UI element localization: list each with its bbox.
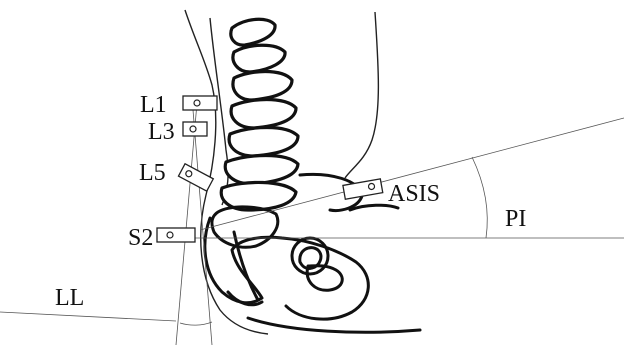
vertebra-l1: [233, 72, 292, 101]
label-l5: L5: [139, 160, 166, 186]
pelvis-outline: [205, 218, 368, 319]
marker-l3: [183, 122, 207, 136]
buttock-outline: [248, 318, 420, 332]
marker-l1: [183, 96, 217, 110]
vertebra-l5: [221, 182, 296, 210]
label-pi: PI: [505, 206, 526, 232]
vertebra-l3: [229, 128, 298, 157]
vertebra-t11: [231, 19, 275, 45]
ll-leader-line: [0, 312, 176, 321]
vertebra-l2: [231, 100, 296, 129]
front-torso-outline: [345, 12, 378, 178]
label-ll: LL: [55, 285, 84, 311]
marker-s2: [157, 228, 195, 242]
vertebra-l4: [225, 156, 298, 185]
marker-l5: [178, 164, 213, 191]
spinal-canal: [210, 18, 228, 205]
vertebrae-stack: [221, 19, 298, 210]
label-l1: L1: [140, 92, 167, 118]
pi-angle-arc: [472, 157, 487, 238]
label-s2: S2: [128, 225, 153, 251]
label-l3: L3: [148, 119, 175, 145]
vertebra-t12: [233, 45, 285, 72]
l1-plumb-line: [176, 103, 197, 345]
ll-angle-arc: [180, 322, 212, 325]
label-asis: ASIS: [388, 181, 440, 207]
